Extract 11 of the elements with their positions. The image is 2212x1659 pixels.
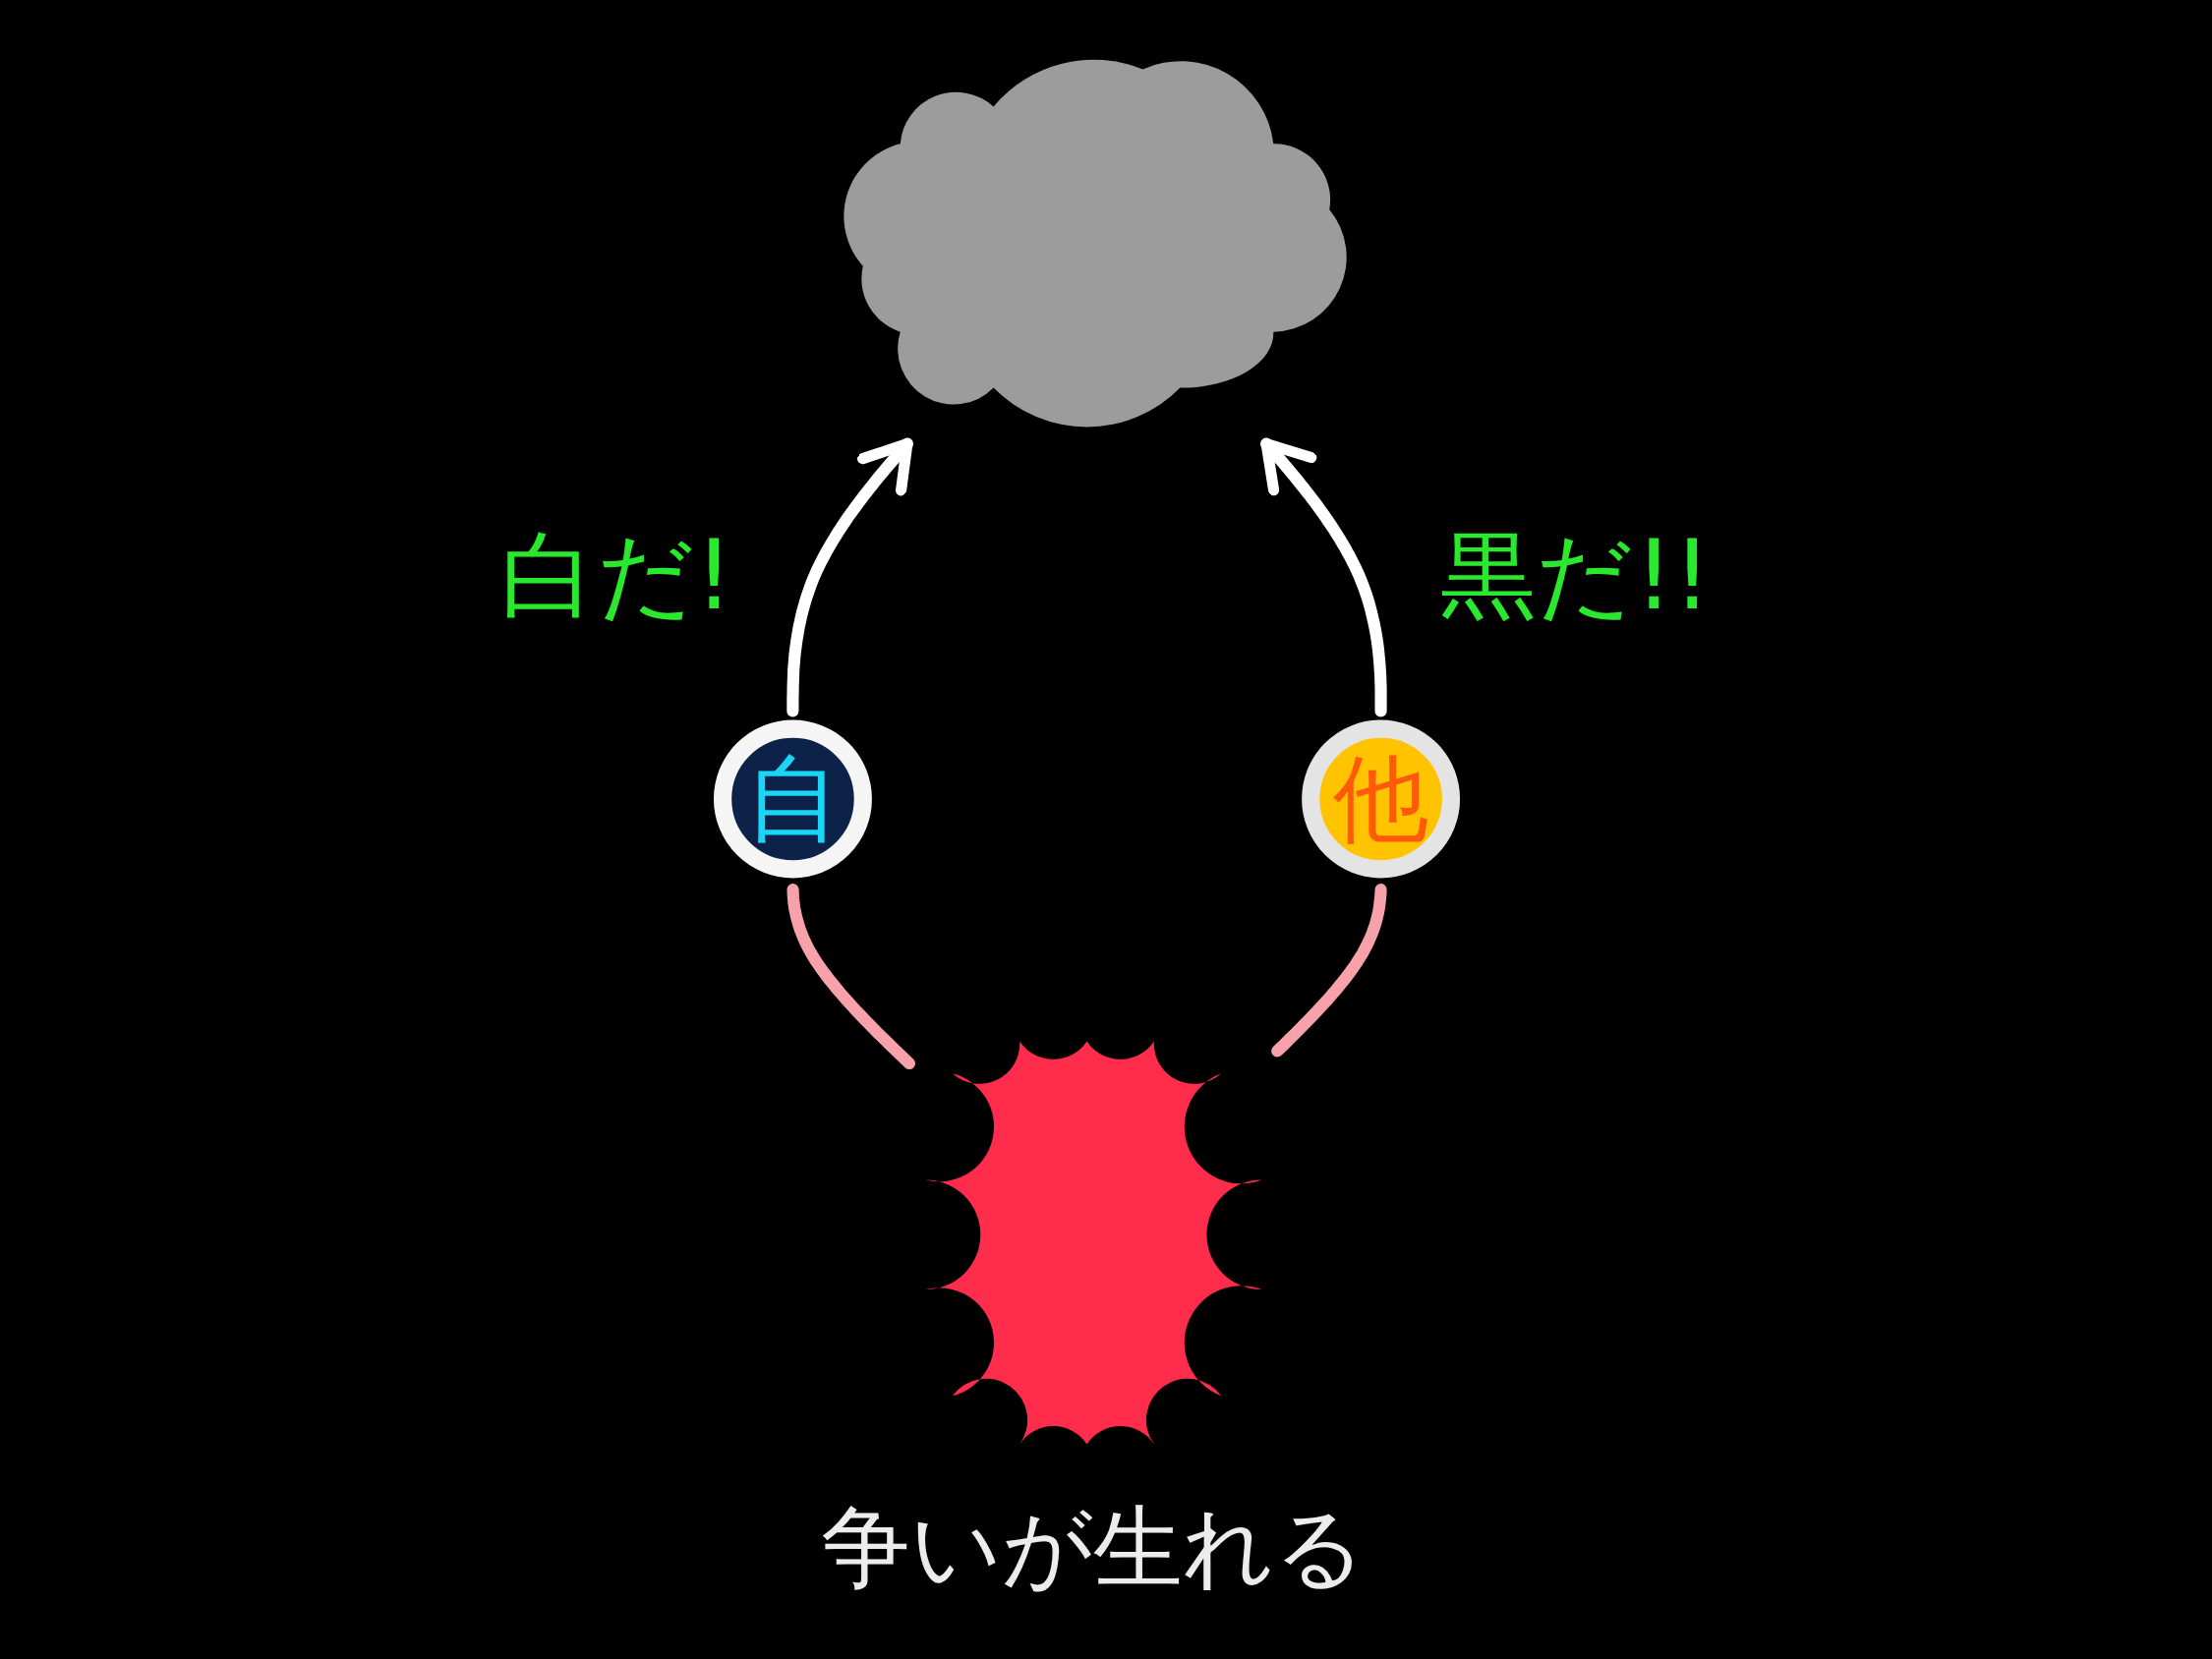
circle-node: 他 [1302,719,1461,879]
caption-text: 争いが生れる [821,1495,1367,1600]
circle-node: 自 [714,719,872,879]
cloud-shape [844,59,1347,428]
burst-mark [925,1041,1262,1445]
arrow [786,437,913,717]
connector-line [1271,884,1387,1058]
edge-label: 白だ! [500,520,733,631]
edge-label: 黒だ!! [1440,520,1712,631]
connector-line [786,884,916,1070]
arrow [1260,437,1387,717]
